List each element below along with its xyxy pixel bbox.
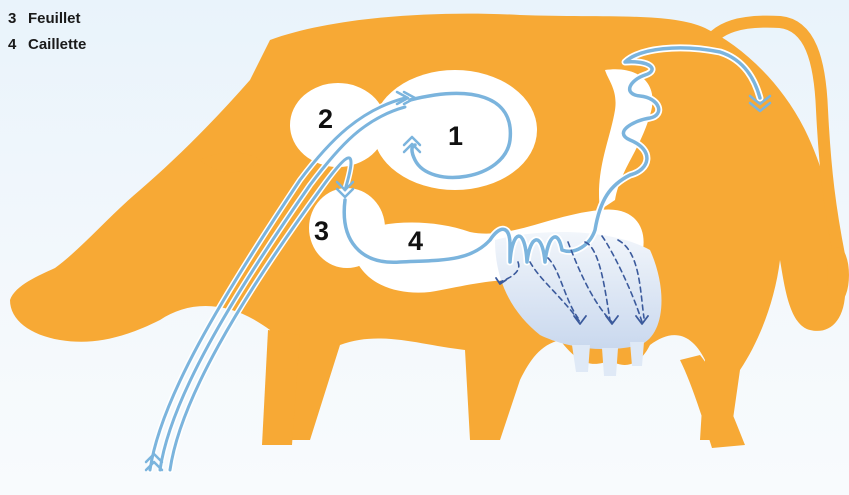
udder-teat-2 [602, 348, 618, 376]
label-compartment-4: 4 [408, 226, 423, 256]
udder-teat-3 [630, 342, 644, 366]
label-compartment-2: 2 [318, 104, 333, 134]
cow-tail-tuft [827, 247, 849, 303]
legend: 3 Feuillet 4 Caillette [8, 6, 86, 58]
legend-label: Caillette [28, 36, 86, 53]
legend-number: 4 [8, 32, 22, 58]
legend-item-caillette: 4 Caillette [8, 32, 86, 58]
legend-number: 3 [8, 6, 22, 32]
legend-item-feuillet: 3 Feuillet [8, 6, 86, 32]
label-compartment-3: 3 [314, 216, 329, 246]
label-compartment-1: 1 [448, 121, 463, 151]
udder-teat-1 [572, 345, 590, 372]
legend-label: Feuillet [28, 10, 81, 27]
